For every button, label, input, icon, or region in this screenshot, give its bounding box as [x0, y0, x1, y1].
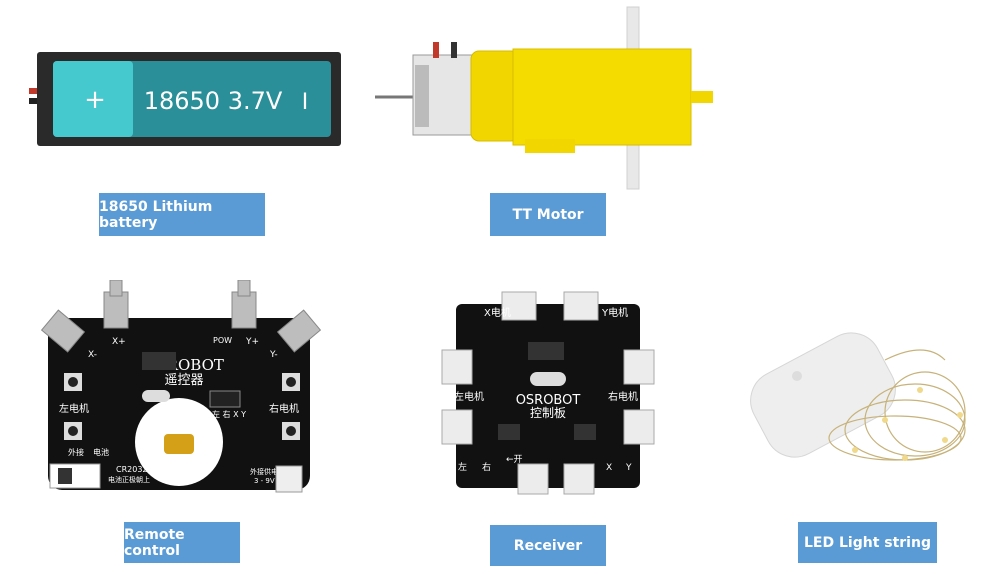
receiver-right-motor: 右电机	[608, 390, 638, 403]
remote-pow-text: POW	[213, 336, 232, 345]
remote-yplus: Y+	[245, 337, 259, 347]
battery-image: + 18650 3.7V I	[25, 48, 345, 148]
receiver-open: ←开	[506, 454, 523, 465]
receiver-subtitle: 控制板	[530, 406, 566, 420]
label-tt-motor: TT Motor	[490, 193, 606, 236]
label-led-string: LED Light string	[798, 522, 937, 563]
remote-control-image: OSROBOT 遥控器 POW X+ X- Y+ Y- 左 右 X Y 左电机 …	[38, 279, 328, 495]
remote-xminus: X-	[88, 350, 97, 360]
label-receiver: Receiver	[490, 525, 606, 566]
led-string-image	[745, 320, 975, 480]
receiver-right: 右	[482, 461, 491, 473]
remote-cr2032: CR2032	[116, 465, 148, 474]
remote-yminus: Y-	[269, 350, 278, 360]
battery-label-text: 18650 3.7V	[144, 87, 283, 115]
remote-right-motor: 右电机	[269, 402, 299, 415]
battery-minus-text: I	[302, 90, 309, 115]
remote-lrxy: 左 右 X Y	[212, 409, 246, 419]
remote-ext-power: 外接供电	[250, 467, 278, 476]
remote-batt-note: 电池正极朝上	[108, 475, 150, 484]
receiver-x: X	[606, 463, 612, 473]
remote-left-motor: 左电机	[59, 402, 89, 415]
receiver-y-motor: Y电机	[601, 306, 628, 319]
remote-volt: 3 - 9V	[254, 477, 275, 485]
receiver-y: Y	[625, 463, 632, 473]
label-remote-control: Remote control	[124, 522, 240, 563]
remote-ext: 外接	[68, 447, 84, 457]
receiver-image: X电机 Y电机 左电机 右电机 OSROBOT 控制板 ←开 左 右 X Y	[440, 290, 665, 500]
receiver-left-motor: 左电机	[454, 390, 484, 403]
remote-batt: 电池	[93, 447, 109, 457]
receiver-left: 左	[458, 461, 467, 473]
remote-xplus: X+	[112, 337, 126, 347]
label-battery: 18650 Lithium battery	[99, 193, 265, 236]
remote-subtitle: 遥控器	[164, 373, 203, 388]
receiver-title: OSROBOT	[516, 393, 581, 408]
battery-plus-text: +	[84, 85, 106, 115]
tt-motor-image	[375, 5, 720, 195]
receiver-x-motor: X电机	[484, 306, 511, 319]
